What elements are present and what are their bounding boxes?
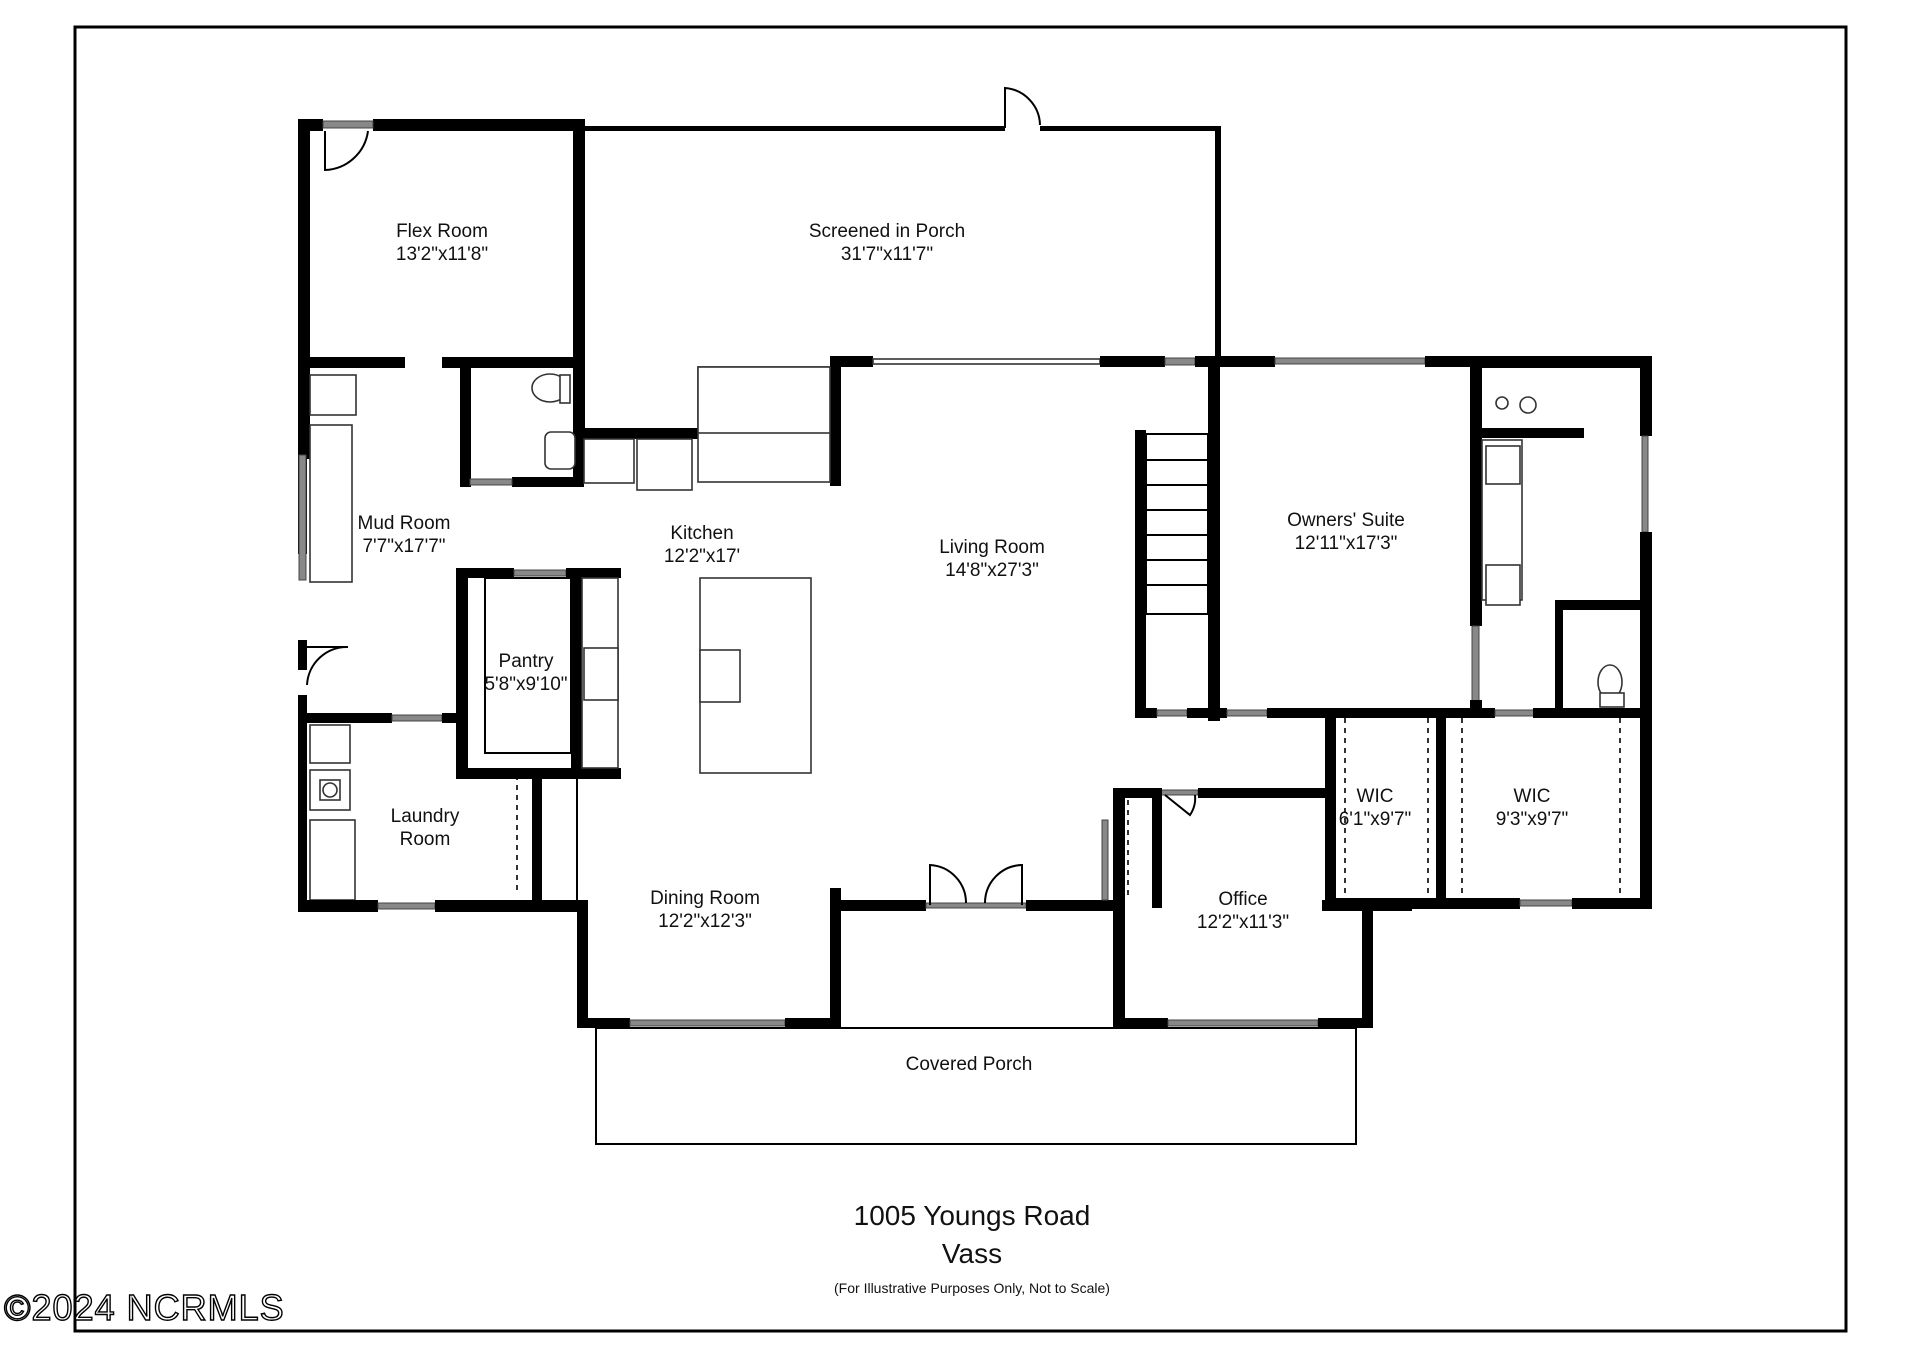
room-label-wic-2: WIC 9'3"x9'7" xyxy=(1496,785,1569,831)
pantry-walls xyxy=(456,568,621,779)
flex-room-walls xyxy=(298,119,585,459)
room-size: 12'11"x17'3" xyxy=(1294,533,1398,554)
room-label-covered-porch: Covered Porch xyxy=(906,1053,1033,1076)
room-name: Screened in Porch xyxy=(808,221,966,242)
covered-porch-outline xyxy=(595,1027,1357,1145)
dining-room-walls xyxy=(577,863,1116,1028)
room-name: Mud Room xyxy=(357,513,451,534)
room-size: 13'2"x11'8" xyxy=(395,244,489,265)
room-size: 12'2"x11'3" xyxy=(1196,912,1290,933)
room-size: 5'8"x9'10" xyxy=(484,674,568,695)
disclaimer: (For Illustrative Purposes Only, Not to … xyxy=(834,1280,1110,1296)
screened-porch-walls xyxy=(585,86,1275,486)
room-name: WIC xyxy=(1513,786,1551,807)
room-label-dining-room: Dining Room 12'2"x12'3" xyxy=(650,887,760,933)
room-name: Dining Room xyxy=(650,888,760,909)
room-name: Kitchen xyxy=(670,523,734,544)
room-name: Owners' Suite xyxy=(1287,510,1405,531)
room-size: Room xyxy=(399,829,451,850)
room-label-owners-suite: Owners' Suite 12'11"x17'3" xyxy=(1287,509,1405,555)
mud-laundry-walls xyxy=(298,374,585,912)
room-name: Flex Room xyxy=(396,221,488,242)
room-name: Laundry xyxy=(390,806,460,827)
kitchen-counters xyxy=(583,366,831,774)
room-name: Covered Porch xyxy=(905,1054,1033,1075)
room-size: 31'7"x11'7" xyxy=(840,244,934,265)
room-label-mud-room: Mud Room 7'7"x17'7" xyxy=(358,512,451,558)
room-name: WIC xyxy=(1356,786,1394,807)
room-label-screened-porch: Screened in Porch 31'7"x11'7" xyxy=(809,220,965,266)
room-label-living-room: Living Room 14'8"x27'3" xyxy=(939,536,1045,582)
room-name: Office xyxy=(1218,889,1268,910)
room-size: 7'7"x17'7" xyxy=(362,536,446,557)
room-name: Living Room xyxy=(939,537,1045,558)
room-size: 6'1"x9'7" xyxy=(1338,809,1412,830)
room-size: 12'2"x12'3" xyxy=(658,911,752,932)
room-label-kitchen: Kitchen 12'2"x17' xyxy=(664,522,740,568)
page-frame xyxy=(73,25,1848,1333)
room-label-office: Office 12'2"x11'3" xyxy=(1197,888,1289,934)
address-line-2: Vass xyxy=(941,1238,1003,1269)
room-size: 9'3"x9'7" xyxy=(1495,809,1569,830)
staircase xyxy=(1135,361,1543,721)
room-name: Pantry xyxy=(498,651,554,672)
owners-suite-walls xyxy=(1220,356,1652,907)
room-label-wic-1: WIC 6'1"x9'7" xyxy=(1339,785,1412,831)
room-size: 14'8"x27'3" xyxy=(945,560,1039,581)
room-label-flex-room: Flex Room 13'2"x11'8" xyxy=(396,220,488,266)
walk-in-closets xyxy=(1325,710,1652,910)
address-line-1: 1005 Youngs Road xyxy=(853,1200,1091,1231)
room-label-laundry-room: Laundry Room xyxy=(391,805,460,851)
room-size: 12'2"x17' xyxy=(663,546,741,567)
copyright-watermark: ©2024 NCRMLS xyxy=(3,1286,285,1328)
room-label-pantry: Pantry 5'8"x9'10" xyxy=(484,650,567,696)
